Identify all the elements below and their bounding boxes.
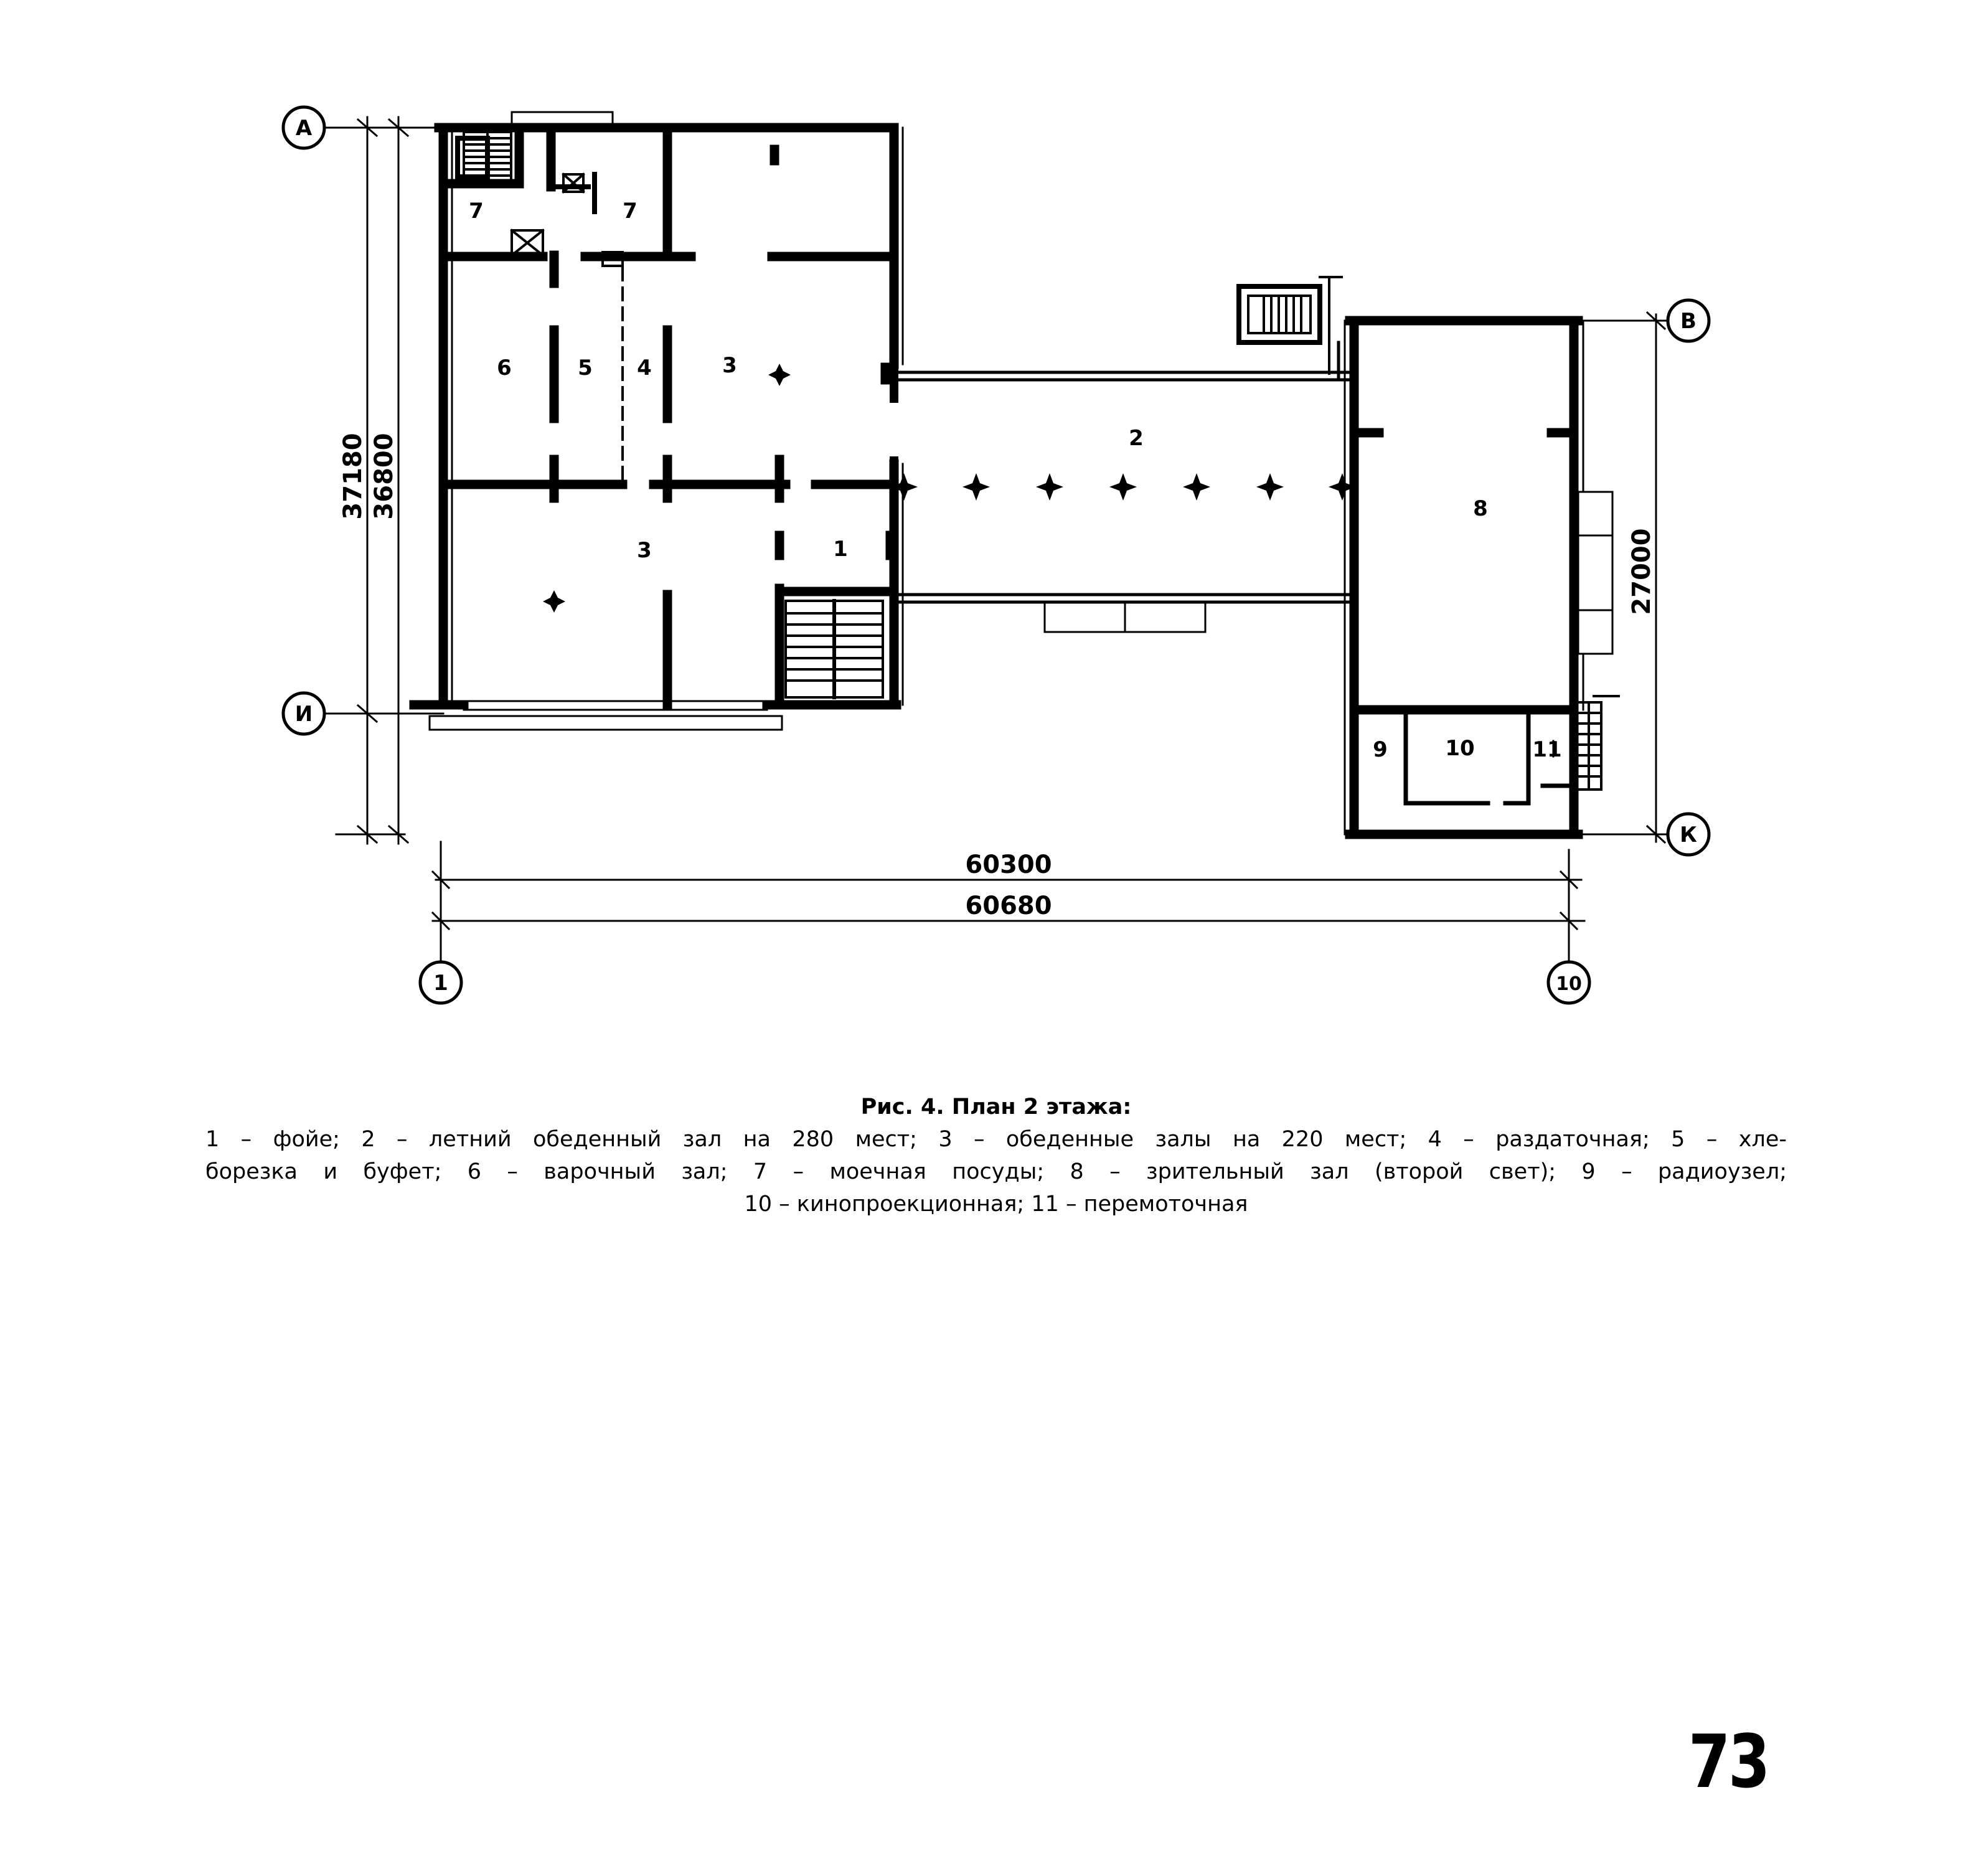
room-labels: 7 7 6 5 4 3 3 1 2 8 9 10 11 (469, 199, 1562, 762)
column-marker (1329, 473, 1356, 501)
axis-bubble-v (1666, 298, 1711, 343)
dimension-lines (324, 116, 1670, 963)
room-label-9: 9 (1373, 737, 1388, 762)
axis-bubble-1 (418, 960, 463, 1005)
right-block-window (1344, 319, 1614, 836)
stair-top-right (1236, 276, 1343, 375)
room-label-2: 2 (1129, 426, 1144, 451)
column-markers (543, 364, 1356, 613)
caption-legend-line: 10 – кинопроекционная; 11 – перемоточная (744, 1192, 1248, 1217)
dim-bottom-overall: 60680 (965, 892, 1052, 920)
gallery-bay (1043, 601, 1207, 633)
stair-top-left (463, 131, 512, 182)
axis-labels: А И В К 1 10 (295, 116, 1697, 996)
room-label-7b: 7 (623, 199, 638, 224)
axis-label-1: 1 (433, 971, 448, 996)
dim-right-height: 27000 (1627, 528, 1656, 615)
axis-label-v: В (1680, 309, 1697, 334)
room-label-5: 5 (578, 356, 593, 380)
room-label-11: 11 (1532, 737, 1561, 762)
room-label-4: 4 (637, 356, 652, 380)
dim-left-overall: 37180 (339, 433, 367, 519)
column-marker (1109, 473, 1137, 501)
axis-label-k: К (1680, 823, 1697, 847)
column-marker (1183, 473, 1210, 501)
column-marker (768, 364, 791, 386)
left-block-outer-walls (409, 123, 901, 710)
figure-caption: Рис. 4. План 2 этажа: 1 – фойе; 2 – летн… (205, 1091, 1787, 1220)
room-label-3b: 3 (637, 538, 652, 563)
gallery-walls (897, 341, 1354, 604)
projection-rooms (1403, 712, 1576, 806)
axis-label-i: И (295, 702, 313, 727)
axis-bubble-i (281, 691, 326, 736)
room-label-1: 1 (833, 537, 848, 562)
right-block-outer-walls (1345, 316, 1583, 839)
dim-left-inner: 36800 (370, 433, 398, 519)
column-marker (543, 590, 565, 613)
stair-bottom (784, 599, 884, 699)
axis-bubbles (281, 105, 1711, 1005)
axis-bubble-a (281, 105, 326, 150)
caption-legend-line: борезка и буфет; 6 – варочный зал; 7 – м… (205, 1159, 1787, 1184)
caption-legend-line: 1 – фойе; 2 – летний обеденный зал на 28… (205, 1127, 1787, 1152)
column-marker (962, 473, 990, 501)
left-block-window-lines (428, 126, 904, 731)
floor-plan: А И В К 1 10 37180 36800 27000 60300 606… (281, 105, 1711, 1005)
page-number: 73 (1688, 1718, 1770, 1804)
column-marker (890, 473, 918, 501)
dim-bottom-inner: 60300 (965, 851, 1052, 879)
room-label-8: 8 (1473, 496, 1488, 521)
room-label-3a: 3 (722, 353, 737, 378)
caption-title: Рис. 4. План 2 этажа: (860, 1095, 1132, 1119)
column-marker (1036, 473, 1063, 501)
column-marker (1256, 473, 1284, 501)
dimension-values: 37180 36800 27000 60300 60680 (339, 433, 1656, 920)
axis-label-a: А (296, 116, 313, 141)
axis-bubble-10 (1546, 960, 1591, 1005)
room-label-6: 6 (497, 356, 512, 380)
room-label-7a: 7 (469, 199, 484, 224)
axis-label-10: 10 (1556, 973, 1582, 995)
top-balcony (511, 111, 614, 129)
room-label-10: 10 (1445, 736, 1474, 761)
axis-bubble-k (1666, 812, 1711, 857)
left-block-interior-walls (438, 123, 899, 710)
